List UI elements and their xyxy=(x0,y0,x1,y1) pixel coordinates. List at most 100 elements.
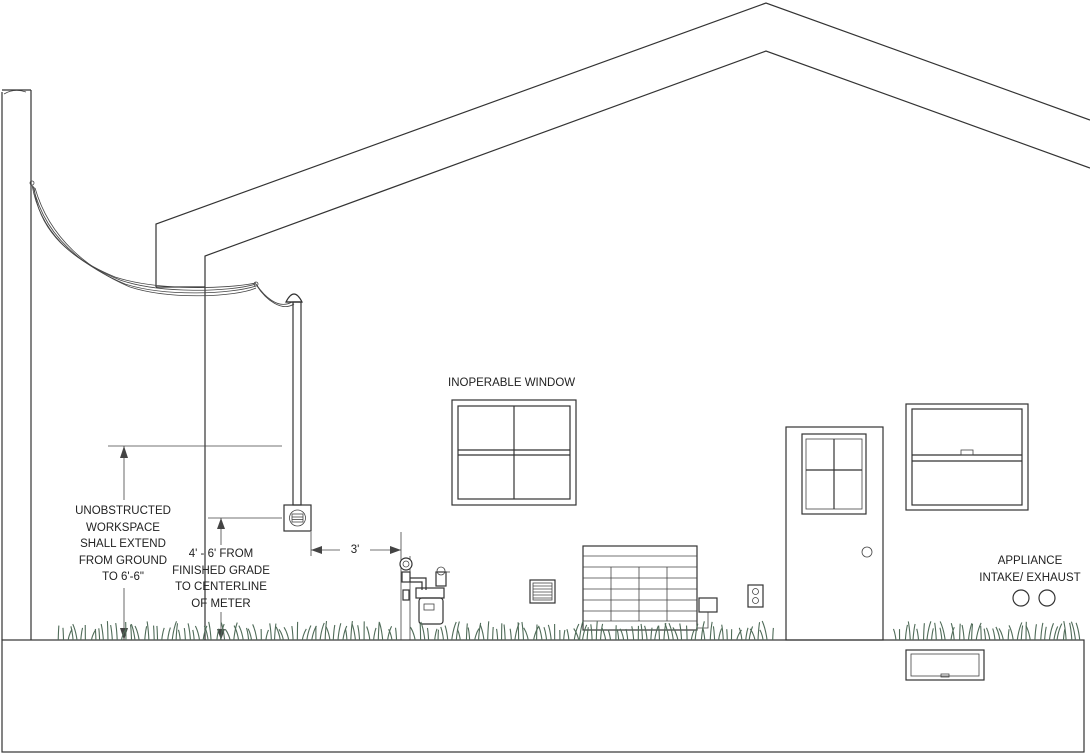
meter-height-line-1: 4' - 6' FROM xyxy=(188,548,254,560)
service-drop-cables xyxy=(29,180,295,307)
grass-blade xyxy=(718,628,723,641)
workspace-line-5: TO 6'-6" xyxy=(102,571,144,583)
grass-blade xyxy=(203,625,209,641)
clearance-dimension xyxy=(310,532,402,556)
grass-blade xyxy=(252,624,258,641)
grass-blade xyxy=(912,623,916,641)
grass-blade xyxy=(175,623,179,641)
grass-blade xyxy=(110,624,113,641)
grass-blade xyxy=(709,621,713,641)
grass-blade xyxy=(492,626,494,641)
grass-blade xyxy=(538,625,543,641)
grass-blade xyxy=(220,622,226,641)
grass-blade xyxy=(971,623,974,641)
grass-blade xyxy=(631,626,635,641)
foundation xyxy=(1,639,1085,753)
grass-blade xyxy=(474,628,480,641)
grass-blade xyxy=(394,627,398,641)
grass-blade xyxy=(757,622,761,641)
appliance-line-1: APPLIANCE xyxy=(997,555,1063,567)
grass-blade xyxy=(366,626,371,641)
grass-blade xyxy=(283,626,290,641)
grass-blade xyxy=(350,621,353,641)
grass-blade xyxy=(616,629,620,641)
grass-blade xyxy=(1044,626,1047,641)
grass-blade xyxy=(130,623,136,641)
grass-blade xyxy=(291,625,294,641)
grass-blade xyxy=(654,625,659,641)
grass-blade xyxy=(420,621,426,641)
grass-blade xyxy=(904,624,908,641)
grass-blade xyxy=(115,622,118,641)
grass-blade xyxy=(156,625,159,641)
appliance-vents xyxy=(1012,589,1056,607)
grass-blade xyxy=(479,624,485,641)
grass-blade xyxy=(177,629,181,641)
grass-blade xyxy=(926,621,932,641)
grass-blade xyxy=(761,620,768,641)
clearance-label: 3' xyxy=(350,544,360,556)
grass-blade xyxy=(224,628,231,641)
grass-blade xyxy=(94,628,97,641)
grass-blade xyxy=(578,620,584,641)
grass-blade xyxy=(80,627,84,641)
grass-blade xyxy=(345,629,348,641)
grass-blade xyxy=(233,622,238,641)
grass-blade xyxy=(409,626,416,641)
grass-blade xyxy=(961,624,965,641)
right-window xyxy=(905,403,1029,511)
grass-blade xyxy=(668,622,674,641)
grass-blade xyxy=(590,624,593,641)
grass-blade xyxy=(664,623,670,641)
grass-blade xyxy=(1048,623,1055,641)
grass-blade xyxy=(106,621,109,641)
grass-blade xyxy=(712,626,716,641)
grass-blade xyxy=(129,624,133,641)
grass-blade xyxy=(1056,623,1063,641)
grass-blade xyxy=(238,625,244,641)
grass-blade xyxy=(658,625,660,641)
grass-blade xyxy=(736,629,742,641)
grass-blade xyxy=(1008,625,1014,641)
grass-blade xyxy=(959,623,961,641)
grass-blade xyxy=(907,621,911,641)
grass-blade xyxy=(373,627,377,641)
appliance-label: APPLIANCE INTAKE/ EXHAUST xyxy=(972,553,1088,586)
grass-blade xyxy=(451,621,457,641)
grass-blade xyxy=(759,629,764,641)
grass-blade xyxy=(467,627,471,641)
grass-blade xyxy=(625,628,629,641)
grass-blade xyxy=(465,623,468,641)
grass-blade xyxy=(100,623,104,641)
grass-blade xyxy=(202,625,208,641)
grass-blade xyxy=(702,627,706,641)
gas-meter xyxy=(399,556,450,640)
grass-blade xyxy=(985,627,991,641)
grass-blade xyxy=(672,627,679,641)
grass-blade xyxy=(738,627,743,641)
workspace-line-2: WORKSPACE xyxy=(86,521,160,534)
grass-blade xyxy=(1063,621,1067,641)
grass-blade xyxy=(265,629,269,641)
grass-blade xyxy=(171,621,177,641)
grass-blade xyxy=(601,627,607,641)
grass-blade xyxy=(337,623,342,641)
meter-height-line-2: FINISHED GRADE xyxy=(172,564,270,577)
grass-blade xyxy=(916,628,920,641)
grass-blade xyxy=(679,623,683,641)
grass-blade xyxy=(319,622,325,641)
meter-height-label: 4' - 6' FROM FINISHED GRADE TO CENTERLIN… xyxy=(166,546,276,612)
grass-blade xyxy=(922,623,925,641)
grass-blade xyxy=(586,627,589,641)
grass-blade xyxy=(273,623,277,641)
grass-blade xyxy=(1075,622,1081,641)
grass-blade xyxy=(950,622,955,641)
grass-blade xyxy=(216,628,220,641)
grass-blade xyxy=(269,623,272,641)
grass-blade xyxy=(892,628,897,641)
workspace-line-4: FROM GROUND xyxy=(78,554,168,567)
grass-blade xyxy=(980,625,982,641)
grass-blade xyxy=(967,623,973,641)
grass-blade xyxy=(208,621,212,641)
grass-blade xyxy=(1007,629,1010,641)
